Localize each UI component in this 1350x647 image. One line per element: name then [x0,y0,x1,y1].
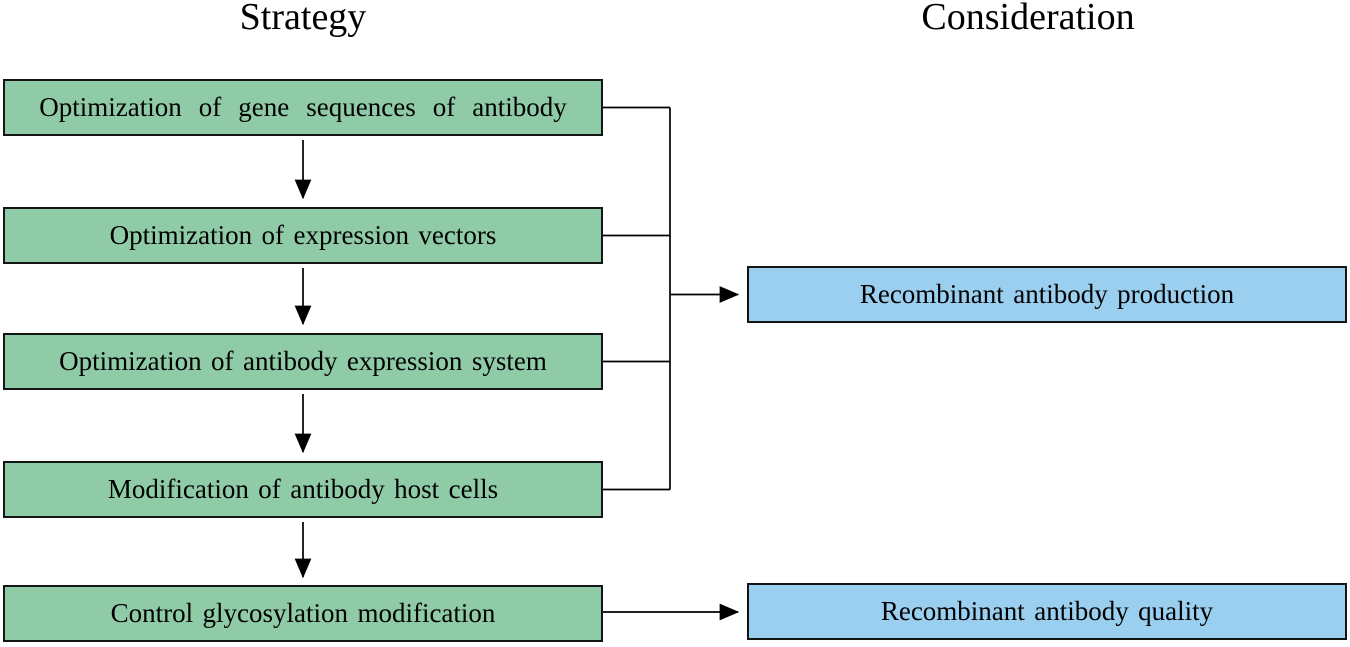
strategy-column-title: Strategy [239,0,367,38]
box-label: Optimization of expression vectors [109,220,497,250]
strategy-box-expression-system: Optimization of antibody expression syst… [3,333,603,390]
box-label: Optimization of gene sequences of antibo… [39,92,567,122]
box-label: Recombinant antibody quality [880,596,1214,626]
consideration-box-quality: Recombinant antibody quality [747,583,1347,640]
box-label: Recombinant antibody production [859,279,1235,309]
box-label: Control glycosylation modification [110,598,496,628]
strategy-box-glycosylation: Control glycosylation modification [3,585,603,642]
strategy-box-gene-sequences: Optimization of gene sequences of antibo… [3,79,603,136]
box-label: Optimization of antibody expression syst… [59,346,547,376]
consideration-column-title: Consideration [921,0,1135,38]
merge-bracket-line [603,106,671,491]
strategy-box-expression-vectors: Optimization of expression vectors [3,207,603,264]
strategy-box-host-cells: Modification of antibody host cells [3,461,603,518]
consideration-box-production: Recombinant antibody production [747,266,1347,323]
box-label: Modification of antibody host cells [107,474,499,504]
